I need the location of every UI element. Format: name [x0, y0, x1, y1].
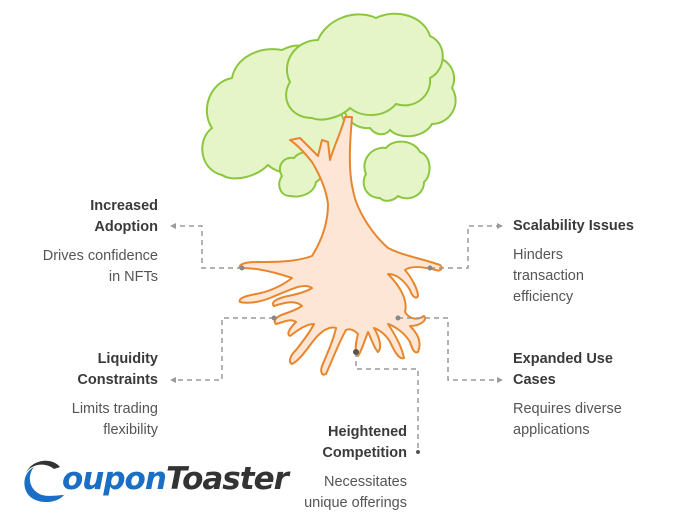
- connector-scalability: [430, 225, 500, 269]
- canopy-cluster-top: [285, 12, 444, 121]
- connector-adoption: [172, 225, 242, 269]
- logo-text-coupon: oupon: [62, 461, 167, 497]
- title-line: Cases: [513, 372, 556, 388]
- item-description: Requires diverse applications: [513, 399, 673, 441]
- logo-wordmark: ouponToaster: [62, 457, 289, 501]
- title-line: Liquidity: [97, 351, 158, 367]
- item-description: Necessitates unique offerings: [247, 472, 407, 514]
- item-description: Limits trading flexibility: [0, 399, 158, 441]
- dot-competition-end: [416, 450, 420, 454]
- title-line: Heightened: [328, 424, 407, 440]
- title-line: Adoption: [94, 219, 158, 235]
- connector-dots: [239, 265, 433, 454]
- dot-expanded-root: [395, 315, 401, 321]
- dot-adoption-root: [239, 265, 245, 271]
- canopy-cluster-small-right: [362, 140, 431, 202]
- arrow-expanded: [497, 377, 503, 383]
- arrow-liquidity: [170, 377, 176, 383]
- desc-line: Limits trading: [71, 401, 158, 417]
- desc-line: Necessitates: [323, 474, 407, 490]
- dot-competition-root: [353, 349, 359, 355]
- desc-line: efficiency: [513, 289, 574, 305]
- arrow-scalability: [497, 223, 503, 229]
- item-description: Hinders transaction efficiency: [513, 245, 673, 308]
- desc-line: Hinders: [513, 247, 563, 263]
- title-line: Increased: [90, 198, 158, 214]
- dot-liquidity-root: [271, 315, 277, 321]
- item-title: Scalability Issues: [513, 216, 673, 237]
- dot-scalability-root: [427, 265, 433, 271]
- connector-arrows: [170, 223, 503, 383]
- desc-line: in NFTs: [108, 269, 158, 285]
- tree-canopy: [201, 12, 457, 202]
- title-line: Constraints: [77, 372, 158, 388]
- logo-c-icon: [24, 460, 65, 503]
- title-line: Scalability Issues: [513, 218, 634, 234]
- connector-expanded: [398, 317, 500, 381]
- arrow-adoption: [170, 223, 176, 229]
- connectors: [172, 225, 500, 452]
- desc-line: flexibility: [103, 422, 158, 438]
- connector-competition: [355, 352, 419, 452]
- coupontoaster-logo: ouponToaster: [20, 455, 289, 505]
- title-line: Competition: [322, 445, 407, 461]
- desc-line: Drives confidence: [42, 248, 158, 264]
- desc-line: applications: [513, 422, 590, 438]
- tree-trunk-roots: [238, 116, 443, 376]
- desc-line: transaction: [513, 268, 584, 284]
- desc-line: Requires diverse: [513, 401, 622, 417]
- item-description: Drives confidence in NFTs: [0, 246, 158, 288]
- item-scalability-issues: Scalability Issues Hinders transaction eff…: [513, 216, 673, 308]
- trunk: [238, 116, 443, 376]
- title-line: Expanded Use: [513, 351, 613, 367]
- connector-liquidity: [172, 317, 274, 381]
- logo-text-toaster: Toaster: [165, 461, 289, 497]
- desc-line: unique offerings: [304, 495, 407, 511]
